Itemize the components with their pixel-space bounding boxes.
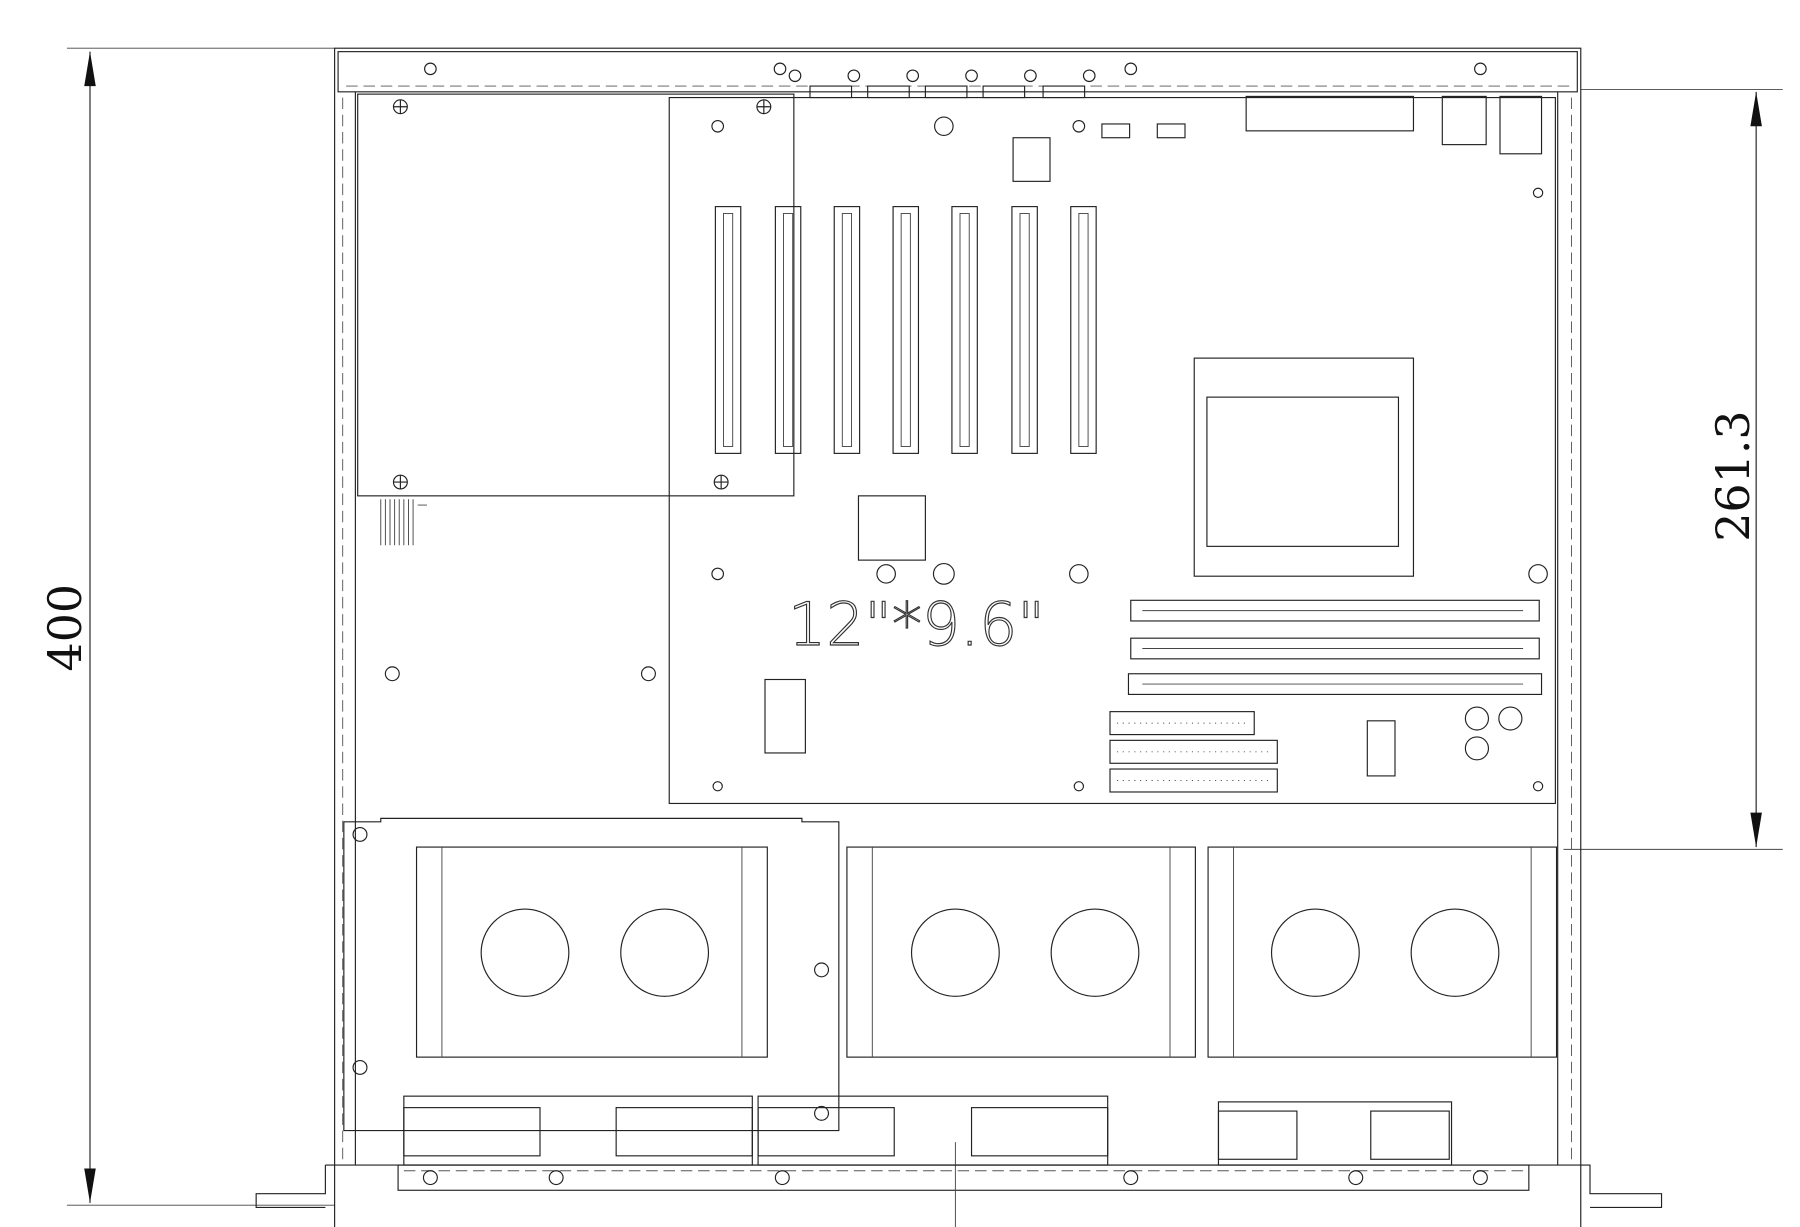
motherboard: 12"*9.6"	[384, 95, 1556, 805]
screw-icon	[392, 99, 772, 490]
io-connector	[1245, 95, 1415, 132]
dimension-400: 400	[38, 47, 335, 1206]
dimension-261-3: 261.3	[1563, 89, 1783, 850]
mounting-holes	[384, 116, 1548, 792]
drive-bays	[343, 817, 1558, 1186]
ide-connectors	[1109, 711, 1278, 793]
rear-panel-ports	[424, 62, 1487, 99]
power-supply	[357, 93, 795, 546]
dimension-400-label: 400	[38, 584, 92, 672]
expansion-slots	[714, 206, 1097, 454]
board-size-label: 12"*9.6"	[788, 590, 1045, 660]
chipset	[857, 495, 926, 561]
cpu-socket	[1193, 357, 1415, 577]
memory-slots	[1127, 599, 1543, 695]
fan-openings	[480, 908, 1500, 997]
dimension-261-3-label: 261.3	[1706, 410, 1760, 541]
